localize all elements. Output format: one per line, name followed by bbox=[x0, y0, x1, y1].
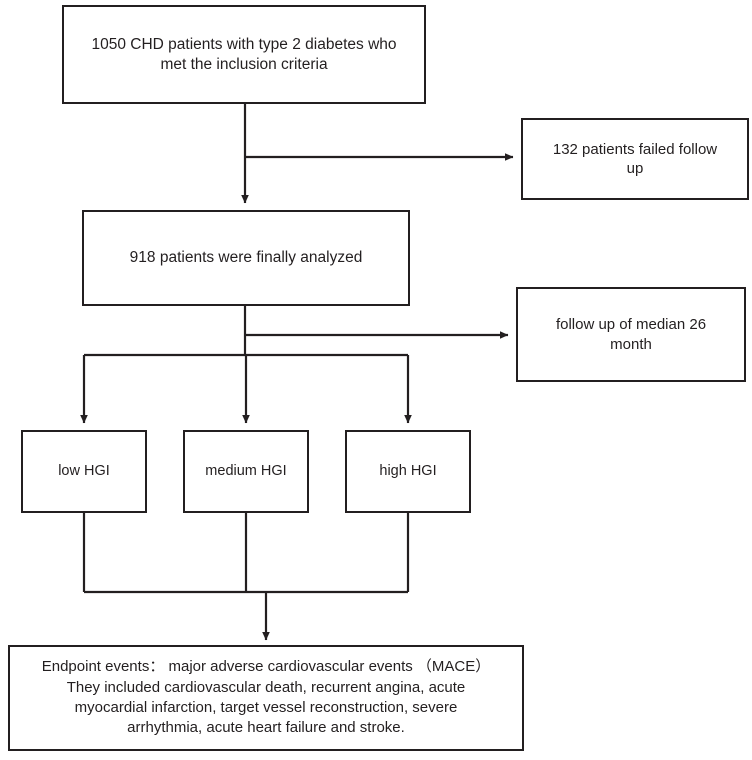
low-hgi-group-box: low HGI bbox=[21, 430, 147, 513]
median-follow-up-label: follow up of median 26 month bbox=[555, 316, 707, 353]
medium-hgi-group-box: medium HGI bbox=[183, 430, 309, 513]
enrolled-patients-label: 1050 CHD patients with type 2 diabetes w… bbox=[91, 35, 397, 73]
high-hgi-label: high HGI bbox=[379, 463, 437, 480]
failed-follow-up-label: 132 patients failed follow up bbox=[552, 140, 718, 177]
medium-hgi-label: medium HGI bbox=[205, 463, 287, 480]
enrolled-patients-box: 1050 CHD patients with type 2 diabetes w… bbox=[62, 5, 426, 104]
analyzed-patients-box: 918 patients were finally analyzed bbox=[82, 210, 410, 306]
endpoint-events-box: Endpoint events： major adverse cardiovas… bbox=[8, 645, 524, 751]
endpoint-events-label: Endpoint events： major adverse cardiovas… bbox=[41, 658, 491, 737]
high-hgi-group-box: high HGI bbox=[345, 430, 471, 513]
median-follow-up-box: follow up of median 26 month bbox=[516, 287, 746, 382]
analyzed-patients-label: 918 patients were finally analyzed bbox=[129, 249, 363, 267]
failed-follow-up-box: 132 patients failed follow up bbox=[521, 118, 749, 200]
low-hgi-label: low HGI bbox=[58, 463, 110, 480]
edge-groups-to-endpoint bbox=[82, 513, 410, 641]
